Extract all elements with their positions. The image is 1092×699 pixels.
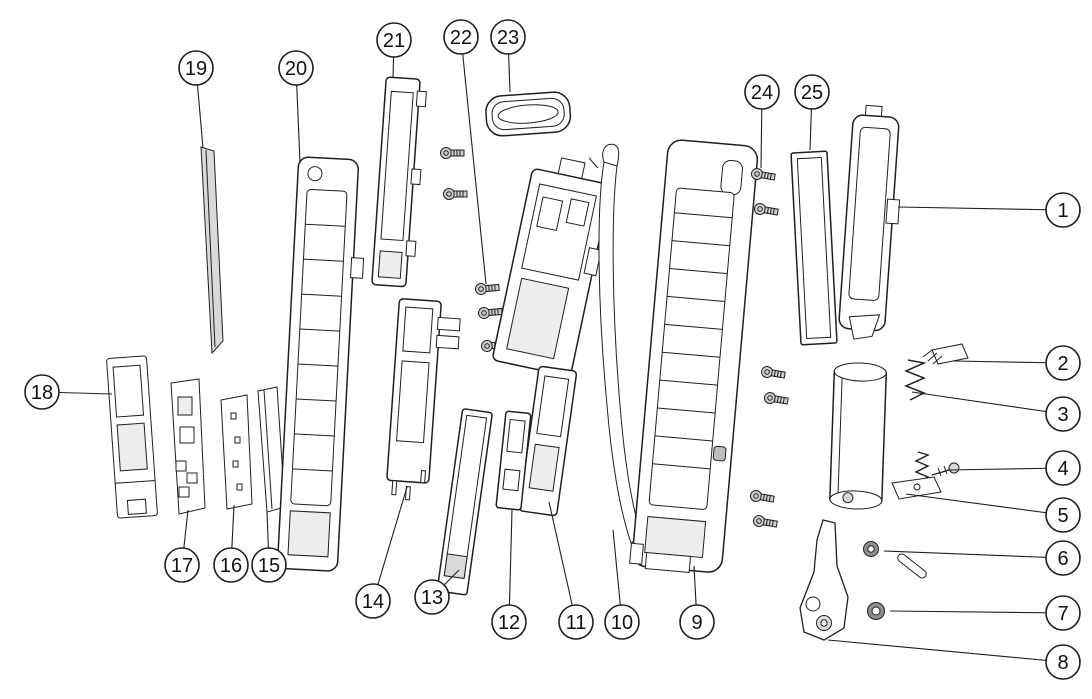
callout-10: 10 <box>604 604 640 640</box>
callout-label: 6 <box>1057 548 1068 570</box>
part-5-contact-spring-plate <box>891 451 942 500</box>
screw-icon <box>474 281 500 296</box>
part-7-washer <box>867 602 885 620</box>
part-6-washer-pin <box>863 541 927 579</box>
part-25-gasket-frame <box>790 150 838 346</box>
callout-25: 25 <box>794 74 830 110</box>
callouts: 1 2 3 4 5 6 7 8 <box>24 19 1081 680</box>
callout-13: 13 <box>414 579 450 615</box>
part-17-latch-block <box>170 378 206 515</box>
callout-23: 23 <box>490 19 526 55</box>
callout-label: 25 <box>801 82 823 104</box>
part-cylinder <box>829 362 888 510</box>
callout-label: 13 <box>421 587 443 609</box>
callout-2: 2 <box>1045 345 1081 381</box>
callout-1: 1 <box>1045 192 1081 228</box>
part-4-small-screw <box>931 462 960 477</box>
screw-icon <box>443 188 468 200</box>
screw-icon <box>763 391 790 408</box>
part-9-main-housing <box>629 139 759 573</box>
callout-label: 22 <box>450 27 472 49</box>
callout-label: 9 <box>691 612 702 634</box>
callout-11: 11 <box>558 604 594 640</box>
part-11-inner-plate <box>518 365 578 517</box>
part-20-front-frame <box>277 156 365 572</box>
part-23-lens-ring <box>485 91 572 137</box>
callout-3: 3 <box>1045 396 1081 432</box>
part-18-end-bracket <box>106 355 158 519</box>
callout-label: 18 <box>31 382 53 404</box>
part-12-small-bracket <box>495 410 532 511</box>
part-1-top-cover-strip <box>838 104 901 340</box>
callout-22: 22 <box>443 19 479 55</box>
part-21-rail-bracket <box>371 76 427 288</box>
callout-18: 18 <box>24 374 60 410</box>
callout-label: 23 <box>497 27 519 49</box>
callout-21: 21 <box>376 22 412 58</box>
callout-24: 24 <box>744 74 780 110</box>
screw-icon <box>752 514 779 531</box>
callout-label: 5 <box>1057 505 1068 527</box>
part-13-tray-plate <box>436 408 493 596</box>
callout-6: 6 <box>1045 540 1081 576</box>
callout-label: 3 <box>1057 404 1068 426</box>
callout-7: 7 <box>1045 595 1081 631</box>
callout-label: 24 <box>751 82 773 104</box>
callout-5: 5 <box>1045 497 1081 533</box>
callout-label: 12 <box>498 612 520 634</box>
callout-12: 12 <box>491 604 527 640</box>
screw-icon <box>477 305 503 320</box>
callout-label: 4 <box>1057 458 1068 480</box>
part-14-key-frame <box>386 298 461 501</box>
screw-icon <box>440 147 465 159</box>
callout-label: 14 <box>362 591 384 613</box>
callout-label: 1 <box>1057 200 1068 222</box>
part-2-contact-comb <box>922 343 969 365</box>
callout-label: 10 <box>611 612 633 634</box>
callout-label: 20 <box>285 58 307 80</box>
callout-19: 19 <box>178 50 214 86</box>
callout-label: 15 <box>258 555 280 577</box>
callout-16: 16 <box>213 547 249 583</box>
callout-9: 9 <box>679 604 715 640</box>
callout-14: 14 <box>355 583 391 619</box>
callout-label: 19 <box>185 58 207 80</box>
screw-set-24 <box>749 167 790 531</box>
callout-20: 20 <box>278 50 314 86</box>
part-3-coil-spring <box>904 359 927 401</box>
part-19-side-strip <box>200 146 224 355</box>
callout-label: 16 <box>220 555 242 577</box>
callout-15: 15 <box>251 547 287 583</box>
callout-8: 8 <box>1045 644 1081 680</box>
callout-label: 2 <box>1057 353 1068 375</box>
callout-label: 21 <box>383 30 405 52</box>
part-16-contact-plate <box>220 394 253 510</box>
callout-label: 8 <box>1057 652 1068 674</box>
callout-17: 17 <box>164 547 200 583</box>
leader-lines <box>41 36 1064 663</box>
part-8-lever-bracket <box>799 519 849 641</box>
callout-label: 17 <box>171 555 193 577</box>
part-module-assembly <box>492 157 611 377</box>
callout-label: 7 <box>1057 603 1068 625</box>
screw-icon <box>753 202 780 219</box>
callout-4: 4 <box>1045 450 1081 486</box>
callout-label: 11 <box>566 612 587 634</box>
screw-icon <box>749 489 776 506</box>
screw-icon <box>760 365 787 382</box>
